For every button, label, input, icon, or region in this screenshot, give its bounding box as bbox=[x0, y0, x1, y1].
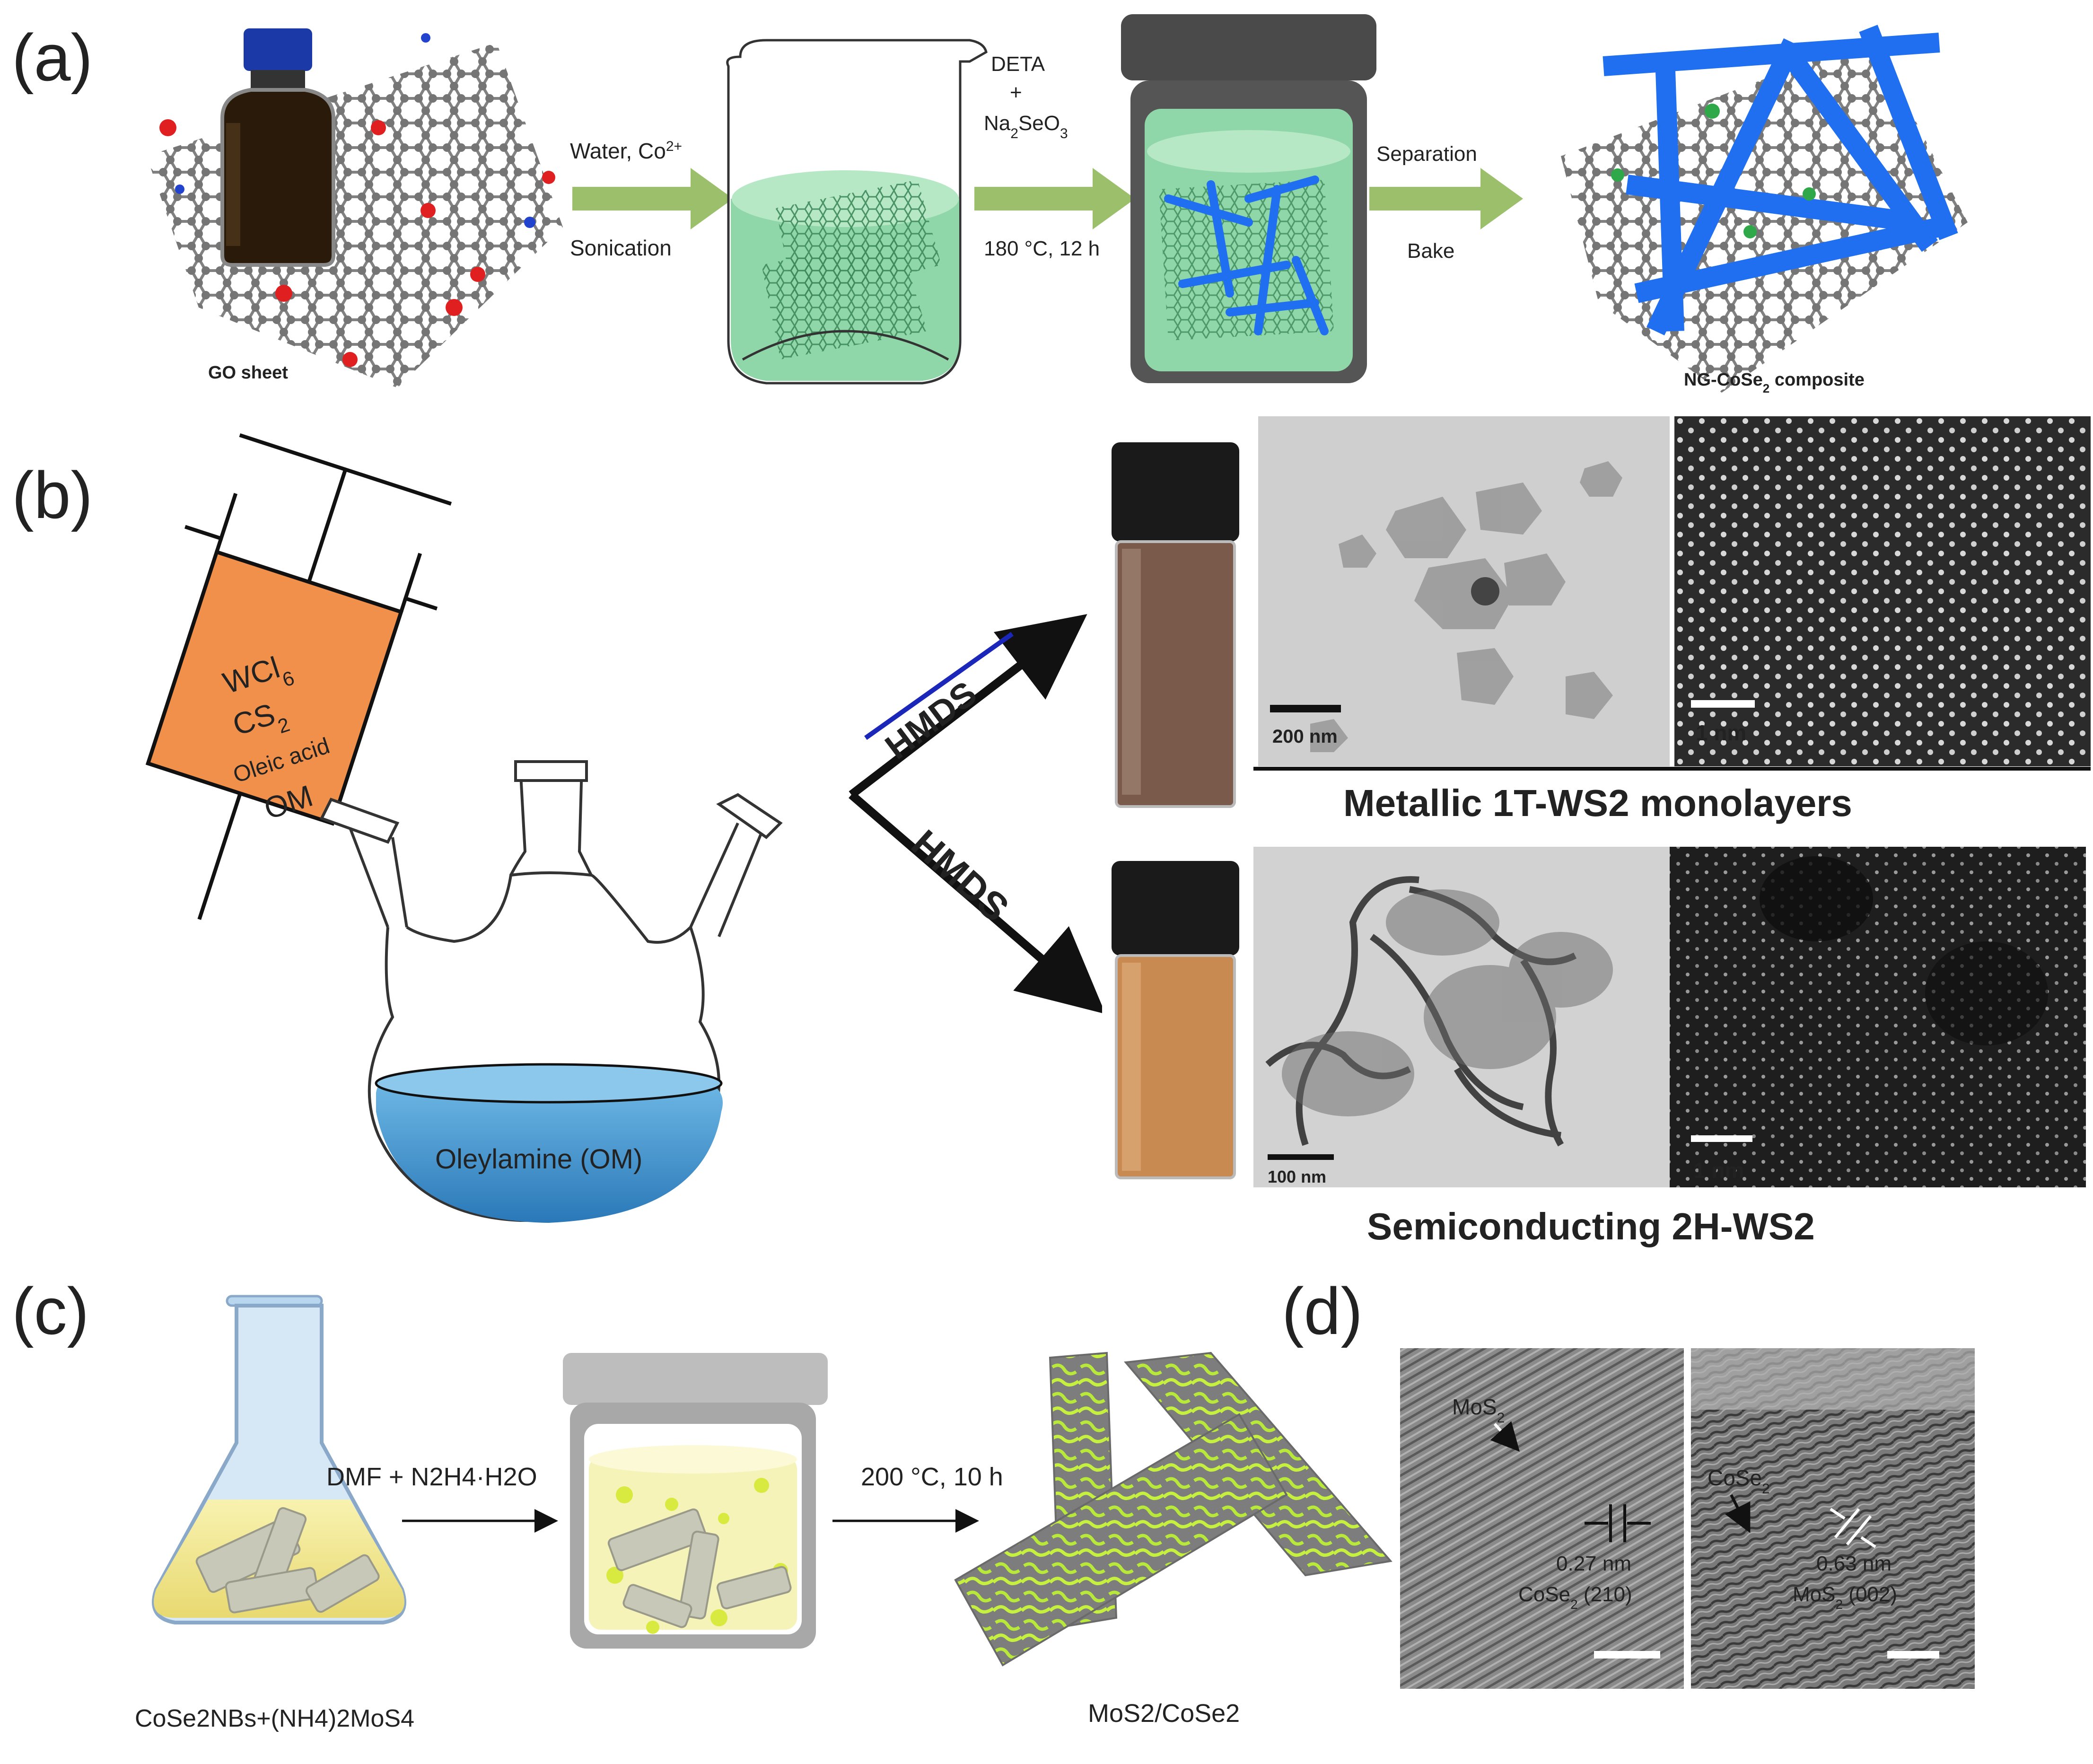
img2-plane: MoS2 (002) bbox=[1793, 1583, 1897, 1612]
arrow-bottom-label: HMDS bbox=[903, 822, 1017, 930]
step1-top-label: Water, Co2+ bbox=[570, 139, 682, 164]
arrow-step1-icon bbox=[572, 168, 733, 229]
erlenmeyer-flask-icon bbox=[152, 1295, 406, 1624]
bottom-scale-label-2: 1 nm bbox=[1693, 1158, 1744, 1183]
vial-bottom-icon bbox=[1102, 851, 1249, 1187]
go-sheet-label: GO sheet bbox=[208, 363, 288, 383]
step2-bottom-label: 180 °C, 12 h bbox=[984, 237, 1100, 260]
bottle-icon bbox=[220, 28, 335, 267]
product-c-label: MoS2/CoSe2 bbox=[1088, 1699, 1240, 1728]
branch-arrows bbox=[849, 614, 1106, 1014]
panel-c-letter: (c) bbox=[12, 1274, 89, 1348]
beaker-icon bbox=[726, 39, 988, 385]
vial-top-icon bbox=[1102, 430, 1249, 814]
img1-spacing: 0.27 nm bbox=[1556, 1552, 1631, 1575]
flask-liquid bbox=[376, 1079, 723, 1223]
hrtem-image-2: CoSe2 0.63 nm MoS2 (002) bbox=[1691, 1348, 1975, 1689]
flask-label: Oleylamine (OM) bbox=[435, 1144, 642, 1175]
flask-liquid-surface bbox=[375, 1063, 723, 1104]
img2-spacing: 0.63 nm bbox=[1816, 1552, 1892, 1575]
nanobelt-icon bbox=[954, 1352, 1392, 1667]
img2-label: CoSe2 bbox=[1708, 1466, 1770, 1497]
strikethrough-line bbox=[864, 632, 1014, 740]
step2-plus-label: + bbox=[1010, 81, 1022, 104]
panel-d-letter: (d) bbox=[1282, 1274, 1363, 1348]
top-scale-label-1: 200 nm bbox=[1272, 726, 1338, 747]
reactant-label: CoSe2NBs+(NH4)2MoS4 bbox=[135, 1705, 414, 1732]
bottom-caption: Semiconducting 2H-WS2 bbox=[1367, 1205, 1815, 1247]
autoclave-icon bbox=[1121, 14, 1376, 383]
step3-top-label: Separation bbox=[1376, 142, 1477, 166]
arrow-step2-icon bbox=[974, 168, 1135, 229]
product-label-a: NG-CoSe2 composite bbox=[1684, 370, 1865, 395]
syringe-icon bbox=[145, 433, 452, 920]
go-sheet-icon bbox=[147, 33, 563, 388]
step2-chemical-label: Na2SeO3 bbox=[984, 112, 1068, 141]
composite-icon bbox=[1561, 25, 1968, 393]
panel-b-letter: (b) bbox=[12, 458, 93, 532]
autoclave-c-icon bbox=[563, 1353, 828, 1649]
step3-bottom-label: Bake bbox=[1407, 239, 1454, 263]
step1-c-label: DMF + N2H4·H2O bbox=[326, 1463, 537, 1491]
panel-a-letter: (a) bbox=[12, 20, 93, 95]
step2-c-label: 200 °C, 10 h bbox=[861, 1463, 1003, 1491]
arrow-step3-icon bbox=[1369, 168, 1523, 229]
step2-top-label: DETA bbox=[991, 53, 1045, 76]
tem-2h-lowmag: 100 nm bbox=[1253, 847, 1670, 1187]
three-neck-flask-icon bbox=[319, 760, 783, 1222]
top-caption: Metallic 1T-WS2 monolayers bbox=[1343, 782, 1852, 824]
top-scale-label-2: 1 nm bbox=[1696, 720, 1746, 745]
tem-1t-highmag: 1 nm bbox=[1674, 416, 2091, 766]
step1-bottom-label: Sonication bbox=[570, 236, 672, 260]
hrtem-image-1: MoS2 0.27 nm CoSe2 (210) bbox=[1400, 1348, 1684, 1689]
img1-plane: CoSe2 (210) bbox=[1518, 1583, 1632, 1612]
bottom-scale-label-1: 100 nm bbox=[1268, 1167, 1326, 1186]
tem-1t-lowmag: 200 nm bbox=[1258, 416, 1670, 766]
tem-2h-highmag: 1 nm bbox=[1670, 847, 2086, 1187]
